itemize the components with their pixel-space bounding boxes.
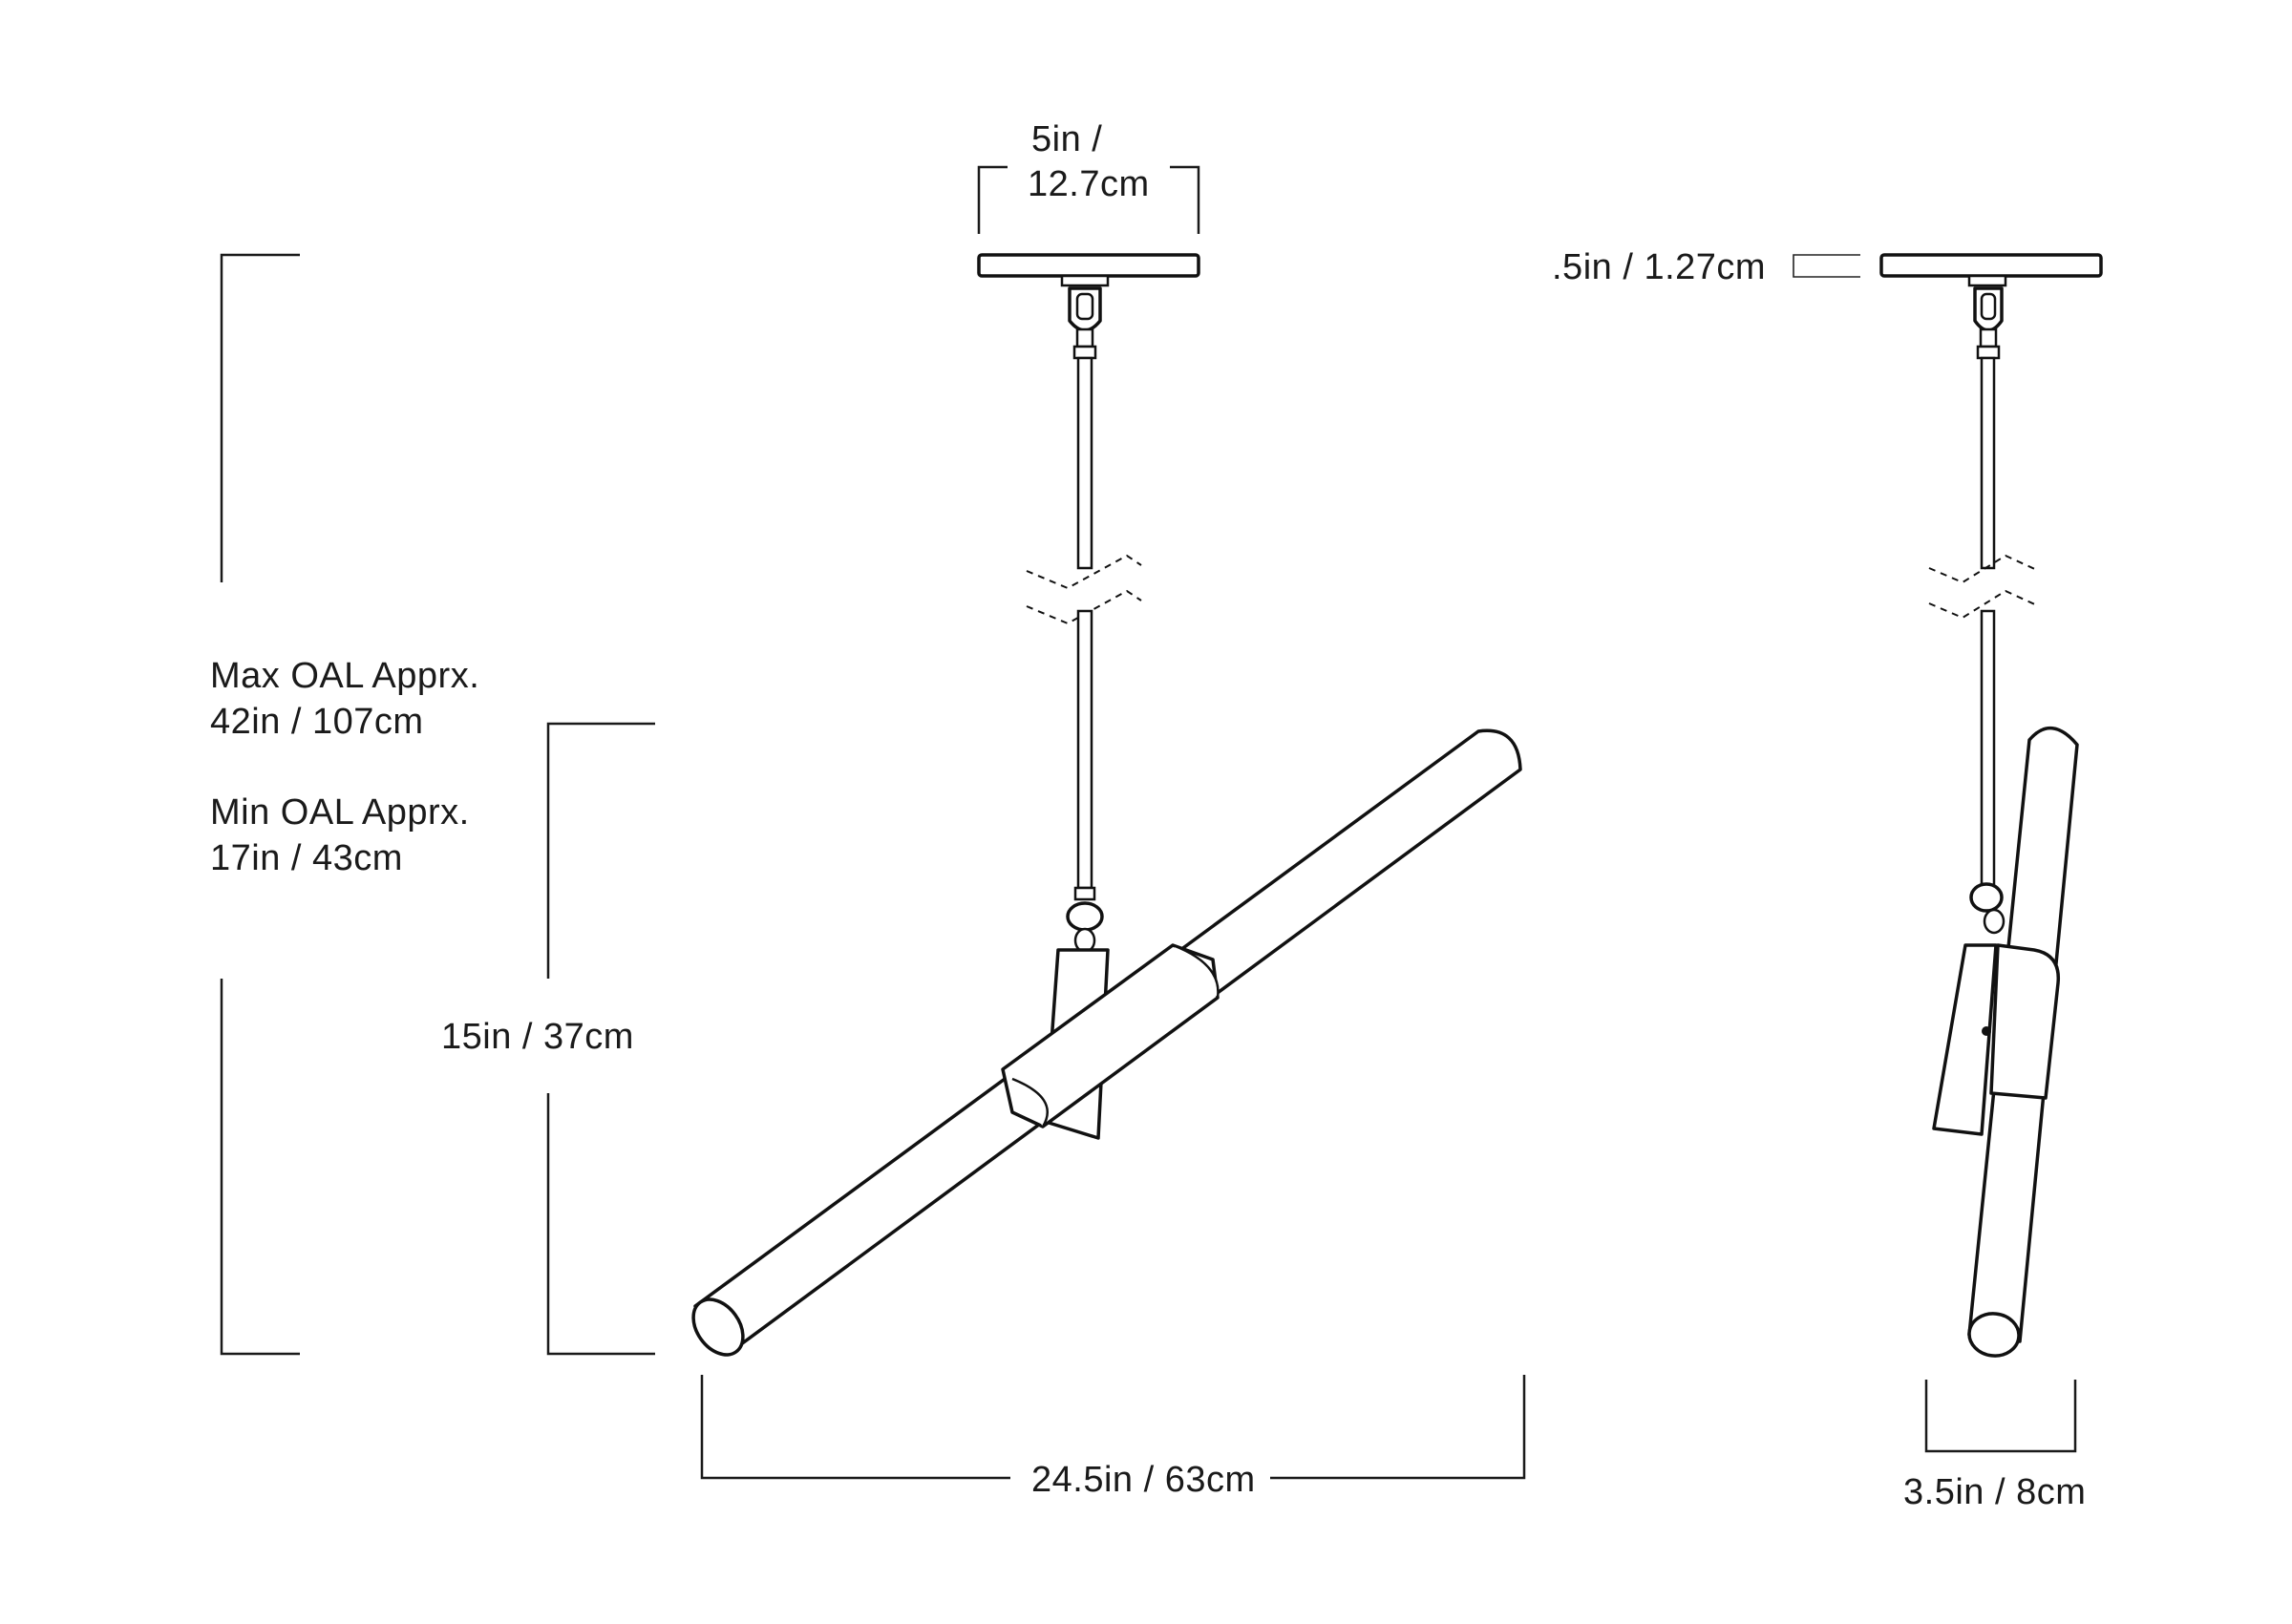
min-oal-label-line2: 17in / 43cm <box>210 838 403 878</box>
front-sleeve <box>1001 943 1220 1128</box>
canopy-thickness-label: .5in / 1.27cm <box>1552 247 1766 287</box>
max-oal-bracket <box>220 253 300 582</box>
min-oal-label-line1: Min OAL Apprx. <box>210 792 470 833</box>
fixture-height-bracket <box>546 722 655 979</box>
fixture-depth-label: 3.5in / 8cm <box>1903 1472 2086 1512</box>
front-hook <box>1068 286 1102 360</box>
front-view <box>691 253 1522 1357</box>
front-rod-lower <box>1076 609 1093 890</box>
canopy-thickness-bracket <box>1793 254 1860 278</box>
canopy-width-label-line2: 12.7cm <box>1028 164 1150 204</box>
side-rod-lower <box>1980 609 1996 890</box>
side-canopy <box>1879 253 2103 278</box>
fixture-depth-bracket <box>1924 1380 2077 1453</box>
max-oal-label-line2: 42in / 107cm <box>210 702 424 742</box>
canopy-width-bracket <box>977 165 1008 234</box>
fixture-height-label: 15in / 37cm <box>441 1017 634 1057</box>
side-rod-upper <box>1980 356 1996 570</box>
front-rod-upper <box>1076 356 1093 570</box>
side-body <box>1932 943 1998 1136</box>
side-view <box>1879 253 2103 1358</box>
canopy-width-label-line1: 5in / <box>1031 119 1102 159</box>
max-oal-label-line1: Max OAL Apprx. <box>210 656 479 696</box>
fixture-length-bracket <box>700 1375 1010 1480</box>
fixture-length-label: 24.5in / 63cm <box>1031 1460 1256 1500</box>
front-canopy <box>977 253 1200 278</box>
